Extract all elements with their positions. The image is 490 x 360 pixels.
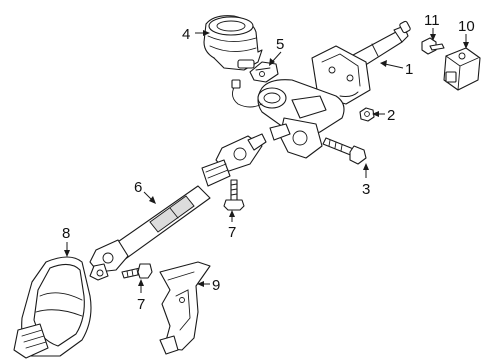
callout-5: 5: [276, 36, 284, 53]
callout-3: 3: [362, 181, 370, 198]
part-2-nut: [359, 107, 375, 122]
part-7-bolt-lower: [121, 263, 153, 279]
part-5-cover-clip: [249, 61, 279, 83]
callout-9: 9: [212, 277, 220, 294]
callout-7-lower: 7: [137, 296, 145, 313]
callout-11: 11: [424, 12, 440, 29]
part-3-bolt: [322, 137, 367, 165]
part-7-bolt-upper: [223, 179, 245, 211]
callout-2: 2: [387, 107, 395, 124]
callout-1: 1: [405, 61, 413, 78]
callout-4: 4: [182, 26, 190, 43]
callout-10: 10: [458, 18, 475, 35]
callout-8: 8: [62, 225, 70, 242]
part-1-steering-column: [231, 20, 411, 159]
part-8-dust-boot: [13, 256, 92, 359]
part-4-switch-housing: [203, 15, 263, 71]
part-6-intermediate-shaft: [89, 133, 267, 281]
leader-lines: [64, 28, 469, 293]
callout-7-upper: 7: [228, 224, 236, 241]
part-10-module: [443, 47, 481, 91]
callout-6: 6: [134, 179, 142, 196]
part-11-small-bolt: [421, 37, 445, 55]
part-9-lower-cover: [159, 261, 211, 355]
